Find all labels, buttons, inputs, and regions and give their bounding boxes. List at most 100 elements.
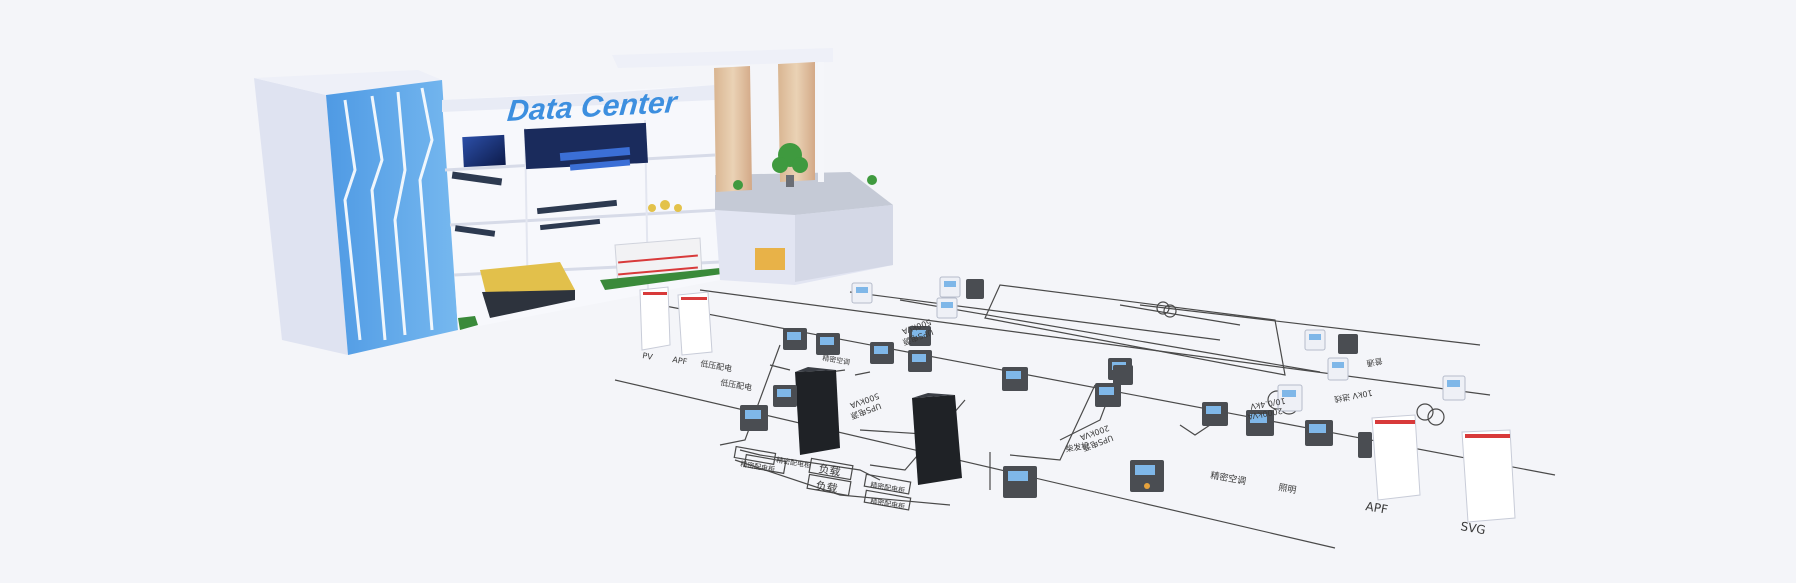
- load-box-2: [808, 457, 854, 481]
- apf-cabinet-stripe: [1375, 420, 1415, 424]
- pv-cabinet-1-stripe: [643, 292, 667, 295]
- load-box-5: [863, 489, 912, 511]
- label-pv: PV: [642, 351, 654, 362]
- apf-cabinet: [1371, 414, 1421, 501]
- label-apf: APF: [1364, 499, 1389, 517]
- apf-svg-cabinets: [1371, 414, 1516, 523]
- bus-line-top-2: [849, 291, 1221, 341]
- meter: [773, 385, 797, 407]
- meter: [1003, 466, 1037, 498]
- transformer-circle-4: [1427, 408, 1445, 426]
- ups-cabinet-2-top: [912, 393, 955, 398]
- tower-front: [326, 80, 458, 355]
- relay: [966, 279, 984, 299]
- control-room-consoles: [559, 146, 631, 171]
- label-pdu-3: 精密配电柜: [870, 480, 906, 495]
- svg-cabinet-stripe: [1465, 434, 1510, 438]
- wood-panel-left: [714, 66, 752, 192]
- trophy-display: [648, 200, 682, 212]
- meter: [1358, 432, 1372, 458]
- load-box-3: [806, 473, 852, 497]
- bus-line-top: [899, 299, 1321, 373]
- tower-circuit-pattern: [343, 87, 434, 341]
- relay: [936, 297, 958, 319]
- meter: [1113, 365, 1133, 385]
- bus-line-bottom: [614, 379, 1336, 549]
- data-center-building: Data Center: [254, 48, 893, 355]
- server-rack-stripes: [618, 254, 698, 276]
- label-kv10: 10kV 进线: [1333, 388, 1373, 405]
- label-dist-2: 低压配电: [720, 377, 753, 392]
- load-box-6: [733, 445, 777, 466]
- meter: [909, 326, 931, 346]
- diagram-labels: PV APF 低压配电 低压配电 500kVA UPS电源 500kVA UPS…: [642, 317, 1487, 537]
- transformer-circle-6: [1163, 304, 1177, 318]
- pv-cabinet-1: [639, 286, 671, 351]
- label-chufa: 柴发机: [1065, 440, 1090, 454]
- relay: [851, 282, 873, 304]
- label-load-1: 负载: [817, 461, 841, 479]
- bus-line-upper: [699, 289, 1491, 396]
- relay: [939, 276, 961, 298]
- label-dw-1: 普通: [1366, 356, 1383, 369]
- label-pdu-4: 精密配电柜: [870, 496, 906, 511]
- feeder-drop-1: [1009, 384, 1096, 461]
- load-box-4: [863, 473, 912, 495]
- meter: [1246, 410, 1274, 436]
- feeder-loop: [984, 284, 1286, 376]
- meter: [1130, 460, 1164, 492]
- pergola-column: [818, 62, 824, 182]
- meter: [1002, 367, 1028, 391]
- label-dist-1: 低压配电: [700, 358, 733, 373]
- ups-cabinet-1: [795, 370, 840, 455]
- switch-symbol-3: [1179, 424, 1211, 436]
- storage-boxes: [755, 248, 785, 270]
- feeder-drop-3: [719, 344, 781, 446]
- tower-side: [254, 78, 348, 355]
- building-roof: [442, 85, 715, 112]
- ups-cabinet-1-top: [795, 367, 836, 372]
- control-room-screen: [524, 122, 648, 170]
- svg-cabinet: [1461, 429, 1516, 523]
- label-apf-small: APF: [672, 355, 689, 367]
- label-pdu-2: 精密配电柜: [776, 455, 812, 470]
- meter: [870, 342, 894, 364]
- incoming-line: [1139, 304, 1481, 346]
- meter: [816, 333, 840, 355]
- terrace-front: [795, 205, 893, 282]
- relay: [1304, 329, 1326, 351]
- office-desks: [451, 171, 618, 237]
- meter: [1305, 420, 1333, 446]
- label-svg: SVG: [1459, 519, 1486, 537]
- tower-top: [254, 70, 442, 95]
- ups-cabinet-2: [912, 395, 962, 485]
- pv-cabinet-2: [677, 291, 713, 356]
- meter: [740, 405, 768, 431]
- feeder-loop-inner: [1119, 304, 1241, 326]
- meter: [1095, 383, 1121, 407]
- transformer-circle-5: [1156, 301, 1170, 315]
- label-ac: 精密空调: [1209, 469, 1247, 487]
- green-floor: [600, 268, 722, 290]
- relay: [1327, 357, 1349, 381]
- relay: [1338, 334, 1358, 354]
- meter: [783, 328, 807, 350]
- meter: [1202, 402, 1228, 426]
- terrace-floor: [715, 172, 893, 215]
- battery-base: [482, 290, 575, 318]
- pv-cabinets: [639, 286, 713, 356]
- label-load-2: 负载: [814, 478, 838, 496]
- pv-cabinet-2-stripe: [681, 297, 707, 300]
- potted-plants: [733, 143, 877, 190]
- ups-cabinets: [795, 367, 962, 485]
- green-floor-left: [458, 316, 478, 330]
- switch-symbol-2: [769, 364, 791, 371]
- power-meters: [740, 276, 1466, 498]
- pergola-roof: [612, 48, 833, 68]
- load-branch-2: [734, 459, 951, 506]
- video-wall-screen: [462, 134, 506, 168]
- label-light: 照明: [1277, 482, 1297, 496]
- relay: [1277, 384, 1303, 412]
